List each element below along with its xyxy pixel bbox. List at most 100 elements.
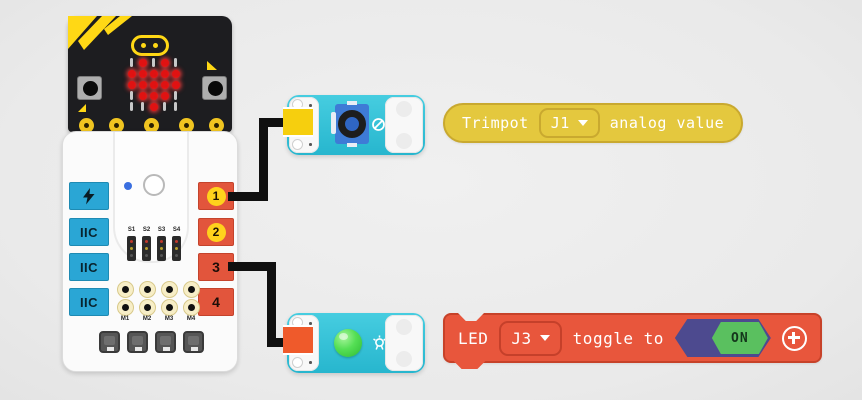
trimpot-block[interactable]: Trimpot J1 analog value xyxy=(443,103,744,143)
chevron-down-icon xyxy=(539,335,550,341)
edge-pad xyxy=(209,118,224,133)
led-off xyxy=(163,102,166,111)
toggle-switch[interactable]: ON xyxy=(674,319,771,357)
led-on xyxy=(160,91,169,100)
motor-label: M4 xyxy=(186,316,196,322)
motor-label: M2 xyxy=(142,316,152,322)
led-on xyxy=(160,80,169,89)
servo-pin-S2: S2 xyxy=(142,226,151,261)
bottom-connector xyxy=(155,331,176,353)
led-on xyxy=(160,58,169,67)
edge-pad xyxy=(179,118,194,133)
motor-terminal xyxy=(116,298,134,316)
microbit-board xyxy=(68,16,232,132)
motor-terminals xyxy=(114,280,202,316)
led-block-label: LED xyxy=(458,328,489,348)
numbered-port-1: 1 xyxy=(198,182,234,210)
led-on xyxy=(171,69,180,78)
triangle-decal-left xyxy=(78,104,86,112)
servo-pin-S1: S1 xyxy=(127,226,136,261)
led-on xyxy=(149,80,158,89)
trimpot-module xyxy=(283,95,425,155)
led-matrix xyxy=(126,57,181,112)
led-on xyxy=(138,80,147,89)
led-block[interactable]: LED J3 toggle to ON xyxy=(443,313,822,369)
chevron-down-icon xyxy=(577,120,588,126)
board-button xyxy=(143,174,165,196)
trimpot-port-value: J1 xyxy=(550,114,570,132)
motor-labels: M1 M2 M3 M4 xyxy=(114,316,202,322)
iic-port: IIC xyxy=(69,288,109,316)
wire-j3 xyxy=(267,338,289,347)
power-led xyxy=(124,182,132,190)
motor-terminal xyxy=(182,298,200,316)
motor-terminal xyxy=(160,280,178,298)
green-led xyxy=(334,329,362,357)
iic-port: IIC xyxy=(69,218,109,246)
led-port-value: J3 xyxy=(511,328,532,348)
led-block-action: toggle to xyxy=(572,328,664,348)
led-on xyxy=(138,91,147,100)
wire-j1 xyxy=(259,118,268,201)
wire-j1 xyxy=(259,118,289,127)
port-number: 2 xyxy=(206,222,226,242)
led-off xyxy=(130,102,133,111)
trimpot-block-label: Trimpot xyxy=(462,114,529,132)
motor-terminal xyxy=(182,280,200,298)
block-bottom-tab xyxy=(453,361,486,369)
led-module xyxy=(283,313,425,373)
module-end-cap xyxy=(385,315,423,371)
module-socket xyxy=(283,325,313,355)
bottom-connectors xyxy=(99,331,204,353)
led-off xyxy=(130,91,133,100)
edge-pad xyxy=(144,118,159,133)
led-on xyxy=(149,102,158,111)
led-on xyxy=(138,69,147,78)
button-a xyxy=(77,76,102,100)
module-socket xyxy=(283,107,313,137)
block-top-notch xyxy=(458,313,484,321)
module-end-cap xyxy=(385,97,423,153)
led-off xyxy=(130,58,133,67)
plus-icon[interactable] xyxy=(781,325,807,351)
edge-pad xyxy=(109,118,124,133)
trimpot-knob xyxy=(338,110,366,138)
led-on xyxy=(149,69,158,78)
wire-j3 xyxy=(267,262,276,347)
led-on xyxy=(127,80,136,89)
led-bulb-icon xyxy=(373,335,386,350)
motor-terminal xyxy=(138,298,156,316)
edge-pad xyxy=(79,118,94,133)
motor-label: M3 xyxy=(164,316,174,322)
trimpot-block-suffix: analog value xyxy=(609,114,725,132)
motor-label: M1 xyxy=(120,316,130,322)
led-off xyxy=(141,102,144,111)
port-number: 3 xyxy=(212,259,220,275)
bottom-connector xyxy=(127,331,148,353)
led-off xyxy=(174,102,177,111)
iic-port: IIC xyxy=(69,253,109,281)
bottom-connector xyxy=(99,331,120,353)
servo-pin-S4: S4 xyxy=(172,226,181,261)
wire-j3 xyxy=(228,262,276,271)
wire-j1 xyxy=(228,192,268,201)
motor-terminal xyxy=(116,280,134,298)
bottom-connector xyxy=(183,331,204,353)
trimpot-component xyxy=(331,101,369,147)
led-on xyxy=(171,80,180,89)
led-on xyxy=(127,69,136,78)
lightning-bolt-icon xyxy=(83,187,95,204)
microbit-logo xyxy=(131,35,169,56)
led-off xyxy=(174,91,177,100)
zigzag-decal xyxy=(68,16,132,50)
motor-terminal xyxy=(160,298,178,316)
power-port xyxy=(69,182,109,210)
numbered-port-4: 4 xyxy=(198,288,234,316)
led-port-dropdown[interactable]: J3 xyxy=(499,320,562,356)
port-number: 4 xyxy=(212,294,220,310)
trimpot-port-dropdown[interactable]: J1 xyxy=(538,108,600,138)
numbered-port-2: 2 xyxy=(198,218,234,246)
